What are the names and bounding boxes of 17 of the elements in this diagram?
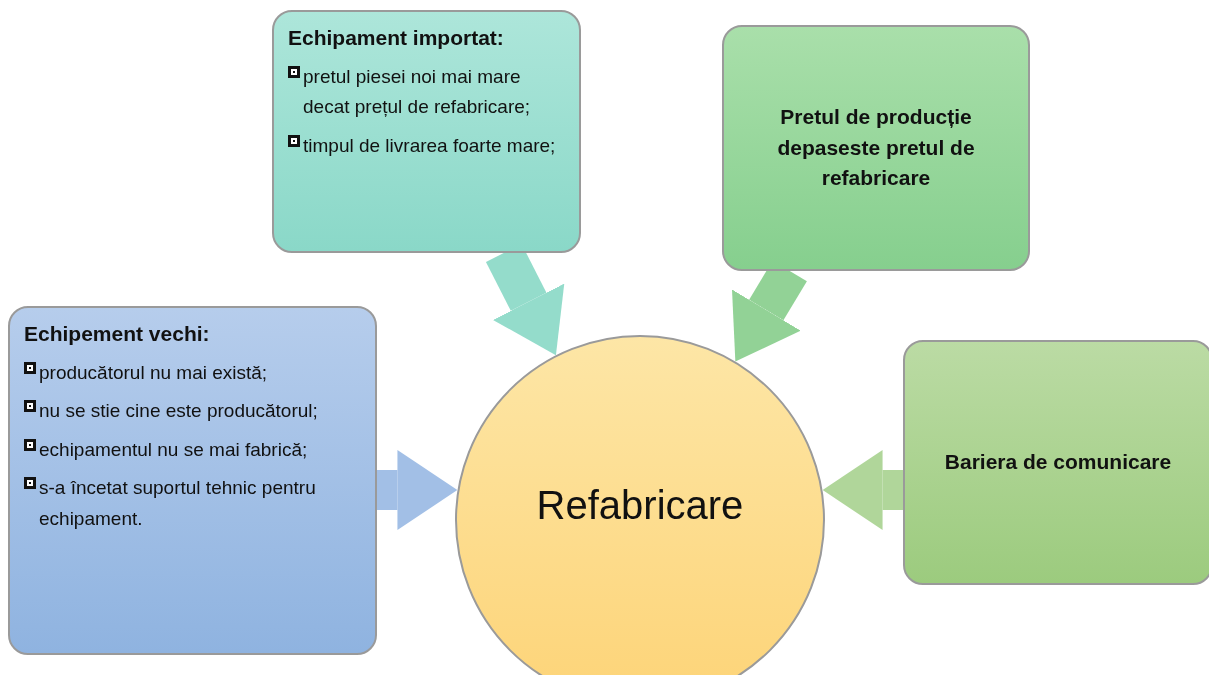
block-arrow (822, 450, 903, 530)
bullet-text: s-a încetat suportul tehnic pentru echipament. (39, 476, 317, 531)
process-box (903, 340, 1209, 585)
bullet-text: timpul de livrarea foarte mare; (303, 133, 556, 158)
bullet-text: pretul piesei noi mai mare decat prețul de refabricare; (303, 65, 532, 120)
box-heading: Echipament importat: (288, 26, 505, 50)
box-label: Pretul de producție depaseste pretul de refabricare (776, 104, 976, 192)
process-box (272, 10, 581, 253)
process-box (722, 25, 1030, 271)
bullet-text: producătorul nu mai există; (39, 361, 268, 385)
box-label: Bariera de comunicare (944, 449, 1172, 476)
bullet-text: nu se stie cine este producătorul; (39, 399, 318, 424)
circle-label: Refabricare (536, 482, 744, 528)
block-arrow (377, 450, 458, 530)
box-heading: Echipement vechi: (24, 322, 211, 346)
process-box (8, 306, 377, 655)
bullet-text: echipamentul nu se mai fabrică; (39, 437, 308, 462)
